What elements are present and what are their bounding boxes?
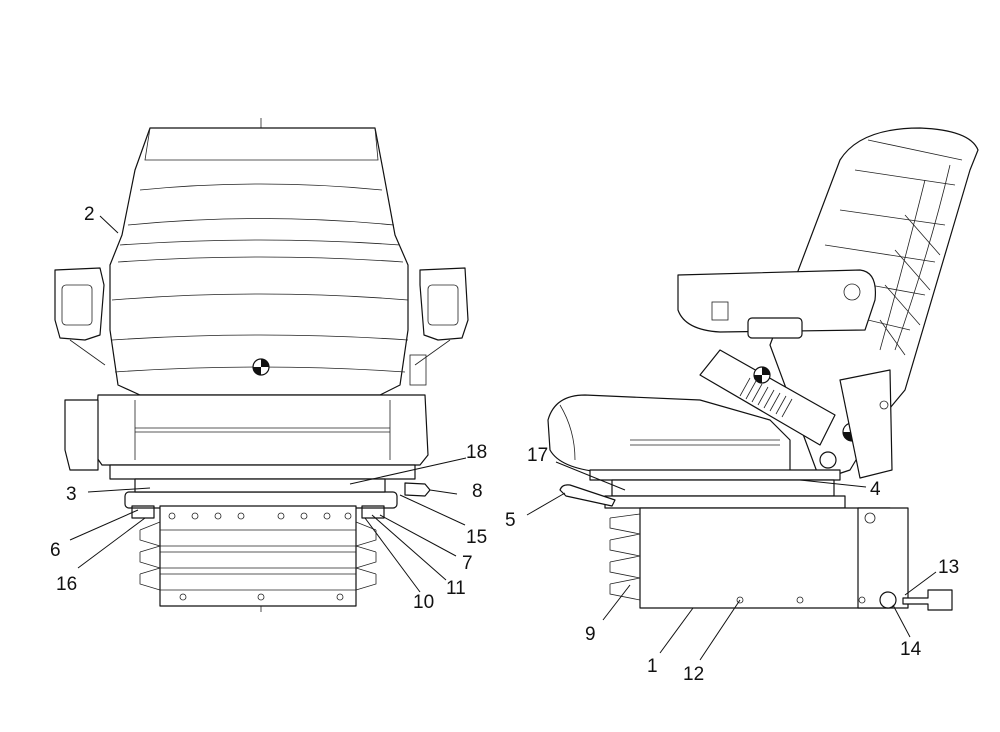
label-9: 9 xyxy=(585,624,596,645)
side-view-seat xyxy=(547,127,979,611)
label-7: 7 xyxy=(462,553,473,574)
label-15: 15 xyxy=(466,527,487,548)
front-view-seat xyxy=(54,118,469,612)
label-12: 12 xyxy=(683,664,704,685)
label-2: 2 xyxy=(84,204,95,225)
label-1: 1 xyxy=(647,656,658,677)
label-16: 16 xyxy=(56,574,77,595)
leader-lines xyxy=(69,215,937,661)
label-8: 8 xyxy=(472,481,483,502)
label-14: 14 xyxy=(900,639,922,660)
label-6: 6 xyxy=(50,540,61,561)
callout-labels: 2 3 6 16 18 8 15 7 11 10 17 4 5 9 1 12 1… xyxy=(50,204,959,685)
label-18: 18 xyxy=(466,442,487,463)
label-13: 13 xyxy=(938,557,959,578)
label-11: 11 xyxy=(446,578,466,599)
label-3: 3 xyxy=(66,484,77,505)
label-17: 17 xyxy=(527,445,548,466)
label-5: 5 xyxy=(505,510,516,531)
label-10: 10 xyxy=(413,592,434,613)
label-4: 4 xyxy=(870,479,881,500)
